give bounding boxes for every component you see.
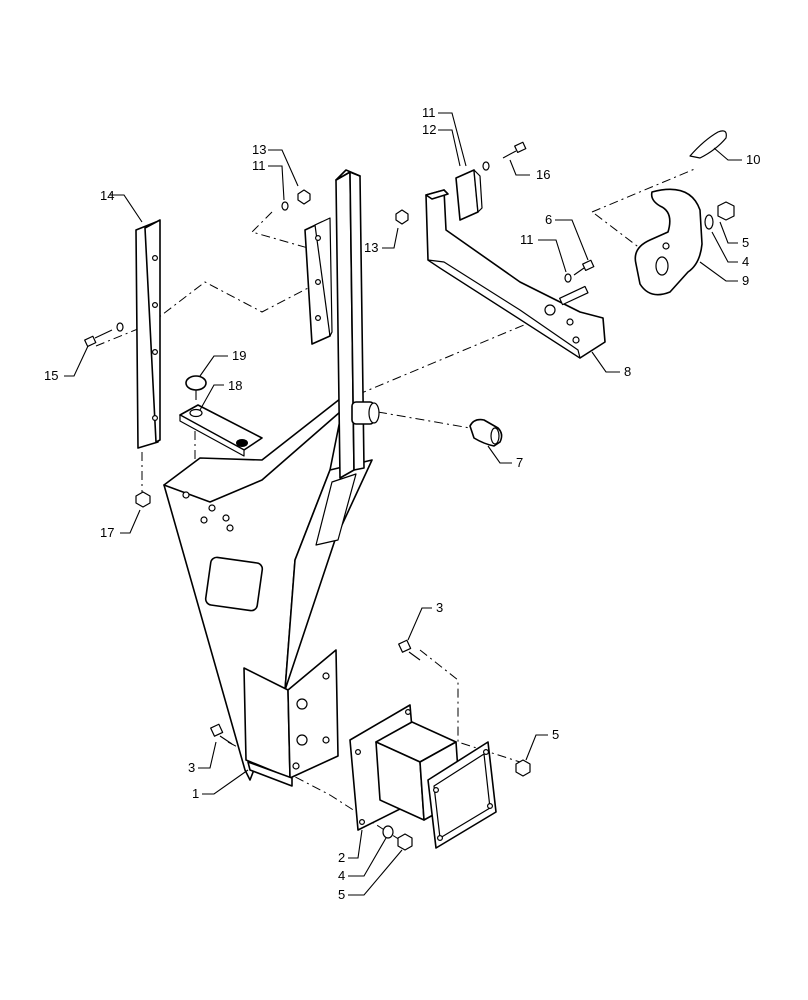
hitch-bar-part-8 <box>425 189 606 359</box>
pin-part-10 <box>689 130 727 159</box>
nut-part-5-right <box>515 759 531 777</box>
bolt-part-6 <box>564 259 595 283</box>
callout-4-upper: 4 <box>742 254 749 269</box>
callout-16: 16 <box>536 167 550 182</box>
callout-5-lower: 5 <box>338 887 345 902</box>
square-tube-upright <box>335 169 380 479</box>
washer-part-4-lower <box>382 825 394 839</box>
nut-part-17 <box>135 491 151 508</box>
angle-bar-part-14 <box>135 219 161 449</box>
callout-5-upper: 5 <box>742 235 749 250</box>
callout-9: 9 <box>742 273 749 288</box>
cap-part-19 <box>185 375 207 400</box>
callout-8: 8 <box>624 364 631 379</box>
callout-7: 7 <box>516 455 523 470</box>
callout-6: 6 <box>545 212 552 227</box>
callout-3-lower: 3 <box>188 760 195 775</box>
callout-11-top: 11 <box>422 105 436 120</box>
callout-5-right: 5 <box>552 727 559 742</box>
callout-4-lower: 4 <box>338 868 345 883</box>
callout-1: 1 <box>192 786 199 801</box>
nut-part-5-lower <box>397 833 413 851</box>
bolt-part-3-lower <box>210 723 233 745</box>
slide-plate-part-18 <box>179 404 263 457</box>
callout-12: 12 <box>422 122 436 137</box>
callout-10: 10 <box>746 152 760 167</box>
callout-17: 17 <box>100 525 114 540</box>
callout-19: 19 <box>232 348 246 363</box>
callout-leaders <box>64 112 742 896</box>
callout-labels: 14 15 17 13 11 19 18 11 12 16 13 11 6 10… <box>44 105 760 902</box>
callout-14: 14 <box>100 188 114 203</box>
washer-part-4-upper <box>704 214 714 230</box>
callout-13-lower: 13 <box>364 240 378 255</box>
bolt-part-3-upper <box>398 639 421 661</box>
callout-2: 2 <box>338 850 345 865</box>
callout-15: 15 <box>44 368 58 383</box>
callout-11-right: 11 <box>520 232 534 247</box>
main-bracket-part-1 <box>163 394 373 787</box>
plug-part-7 <box>469 418 503 447</box>
callout-18: 18 <box>228 378 242 393</box>
bolt-part-15 <box>84 322 124 348</box>
nut-part-13-lower <box>395 209 409 225</box>
callout-3-upper: 3 <box>436 600 443 615</box>
latch-part-9 <box>634 188 703 296</box>
bolt-part-16 <box>482 141 527 171</box>
receiver-tube-part-2 <box>349 704 497 849</box>
callout-11-upper-left: 11 <box>252 158 266 173</box>
bolt-part-13-upper <box>281 189 311 211</box>
block-part-12 <box>455 169 483 221</box>
nut-part-5-upper <box>717 201 735 221</box>
upright-mount-plate <box>304 217 333 345</box>
callout-13-upper: 13 <box>252 142 266 157</box>
